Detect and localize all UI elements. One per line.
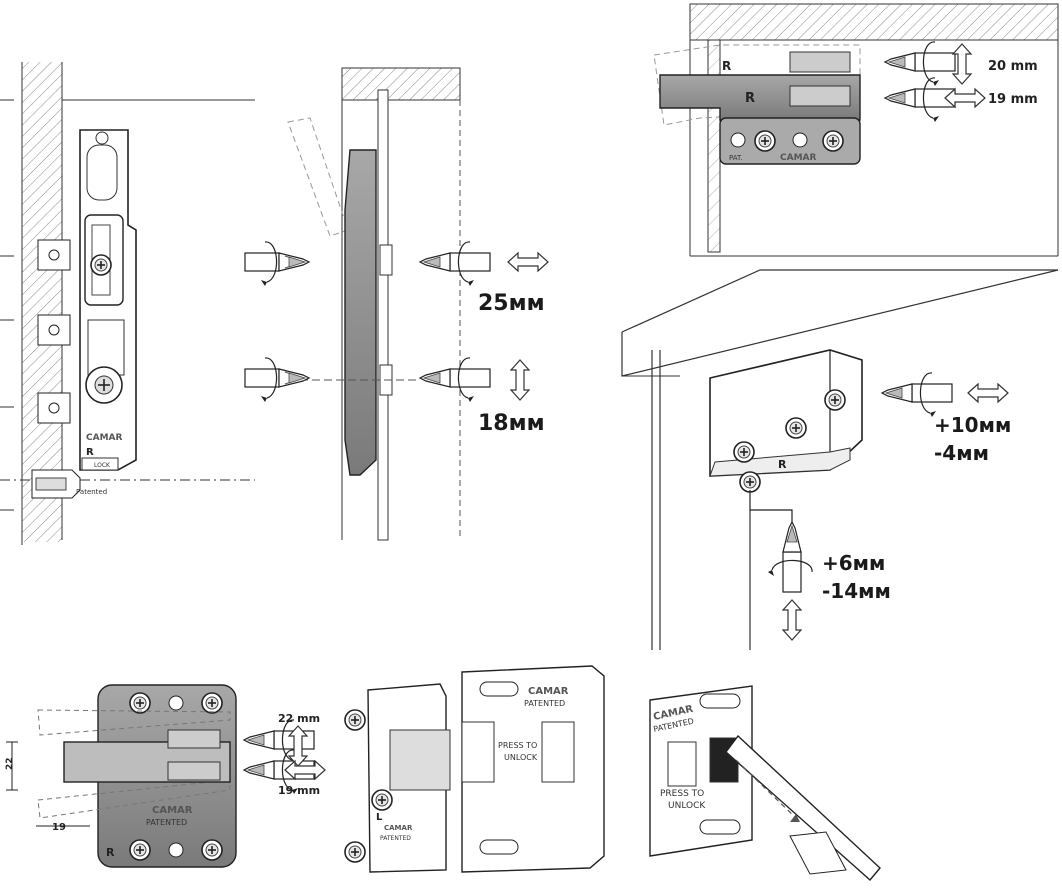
side-label: L <box>376 812 383 823</box>
screw-head-icon <box>824 389 846 411</box>
screw-head-icon <box>90 254 112 276</box>
screwdriver-icon <box>244 241 310 287</box>
side-label: R <box>778 458 787 471</box>
cabinet-back-panel <box>377 89 389 541</box>
hanger-arm-released <box>789 831 847 875</box>
side-label-a: R <box>722 59 731 73</box>
vertical-double-arrow-icon <box>782 599 802 641</box>
screwdriver-icon <box>881 372 953 418</box>
screw-head-icon <box>201 839 223 861</box>
mounting-plate <box>461 665 605 873</box>
screwdriver-icon <box>884 41 956 87</box>
mounting-tab <box>37 314 71 346</box>
panel-hanger-side-view: 25мм 18мм <box>244 67 549 541</box>
cabinet-top-panel <box>341 67 461 101</box>
side-label: R <box>106 846 115 859</box>
small-brand-label: CAMAR <box>384 824 413 832</box>
screw-head-icon <box>754 130 776 152</box>
screw-head-icon <box>371 789 393 811</box>
screw-head-icon <box>129 839 151 861</box>
mounting-tab <box>37 392 71 424</box>
panel-hanger-dimensions: CAMAR PATENTED R 22 19 22 mm 19 mm <box>5 684 326 868</box>
brand-label: CAMAR <box>86 433 122 443</box>
screwdriver-icon <box>419 241 491 287</box>
vertical-adjust-label: 22 mm <box>278 712 320 725</box>
screw-head-icon <box>739 471 761 493</box>
vertical-double-arrow-icon <box>952 43 972 85</box>
horizontal-adjust-label: 19 mm <box>278 784 320 797</box>
brand-label: CAMAR <box>528 686 569 697</box>
dim-horizontal-label: 19 <box>52 822 66 833</box>
hanger-profile <box>344 149 377 476</box>
dim-vertical-label: 22 <box>5 757 15 770</box>
small-patented-label: PATENTED <box>380 835 411 842</box>
pat-label: PAT. <box>729 154 743 162</box>
patented-label: Patented <box>76 488 107 496</box>
lock-label: LOCK <box>94 462 111 469</box>
screwdriver-icon <box>419 357 491 403</box>
side-label: R <box>86 447 94 458</box>
side-adjust-minus-label: -4мм <box>934 441 989 465</box>
screwdriver-icon <box>884 77 956 123</box>
cabinet-side-panel <box>707 39 721 253</box>
panel-hanger-unlock: CAMAR PATENTED PRESS TO UNLOCK <box>649 685 881 882</box>
press-to-label: PRESS TO <box>498 741 537 750</box>
brand-label: CAMAR <box>780 153 816 163</box>
mounting-tab <box>37 239 71 271</box>
height-adjust-label: 18мм <box>478 411 545 436</box>
press-to-label: PRESS TO <box>660 789 704 799</box>
cabinet-top-panel <box>689 3 1059 41</box>
screw-head-icon <box>201 692 223 714</box>
horizontal-adjust-label: 19 mm <box>988 92 1038 107</box>
cabinet-side-wall <box>22 62 62 542</box>
vertical-adjust-label: 20 mm <box>988 59 1038 74</box>
hanger-mount-plate <box>719 117 861 165</box>
screw-head-icon <box>129 692 151 714</box>
side-label-b: R <box>745 91 755 106</box>
brand-label: CAMAR <box>152 805 193 816</box>
panel-hanger-exploded: CAMAR PATENTED PRESS TO UNLOCK L CAMAR P… <box>344 665 605 873</box>
screwdriver-icon <box>767 521 813 593</box>
screw-head-icon <box>822 130 844 152</box>
panel-hanger-front-view: CAMAR R LOCK Patented <box>0 62 255 545</box>
patented-label: PATENTED <box>524 699 565 708</box>
screwdriver-icon <box>725 734 881 882</box>
hanger-slot <box>86 144 118 201</box>
horizontal-double-arrow-icon <box>507 252 549 272</box>
screw-head-icon <box>733 441 755 463</box>
panel-hanger-perspective: R +10мм -4мм +6мм -14мм <box>621 269 1059 650</box>
patented-label: PATENTED <box>146 818 187 827</box>
height-adjust-plus-label: +6мм <box>822 551 885 575</box>
unlock-label: UNLOCK <box>668 801 706 811</box>
side-adjust-plus-label: +10мм <box>934 413 1011 437</box>
depth-adjust-label: 25мм <box>478 291 545 316</box>
screwdriver-icon <box>244 357 310 403</box>
vertical-double-arrow-icon <box>510 359 530 401</box>
screw-head-icon <box>785 417 807 439</box>
mounting-plate <box>649 685 753 857</box>
unlock-label: UNLOCK <box>504 753 538 762</box>
height-adjust-minus-label: -14мм <box>822 579 891 603</box>
screw-head-icon <box>344 841 366 863</box>
panel-hanger-top-section: R R PAT. CAMAR 20 mm 19 mm <box>653 3 1059 257</box>
ghost-hanger-outline <box>287 117 349 237</box>
screw-head-icon <box>344 709 366 731</box>
horizontal-double-arrow-icon <box>967 383 1009 403</box>
